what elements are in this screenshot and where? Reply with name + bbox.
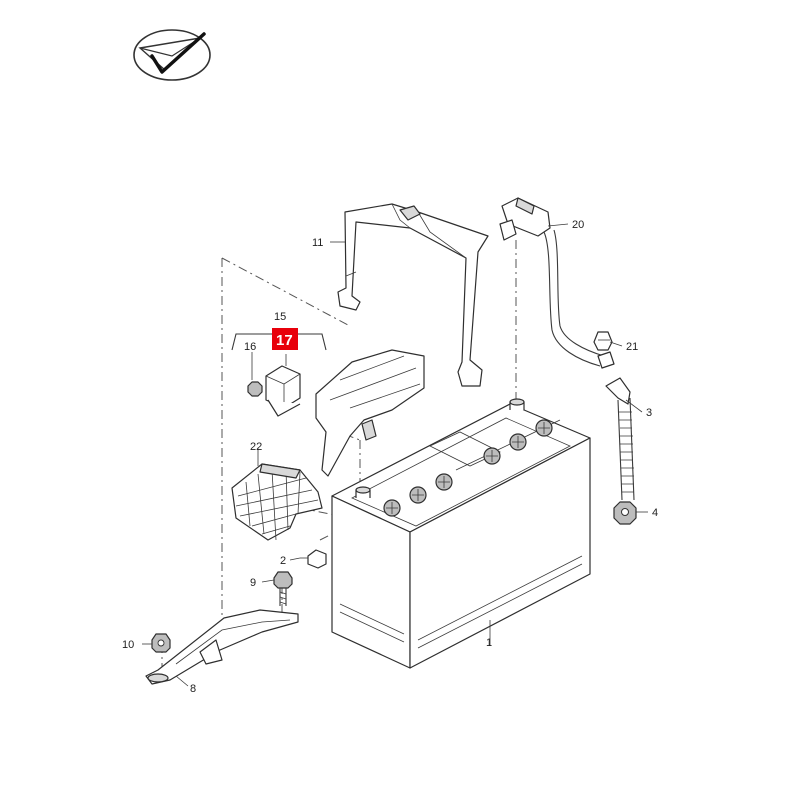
label-part-3: 3 (646, 407, 652, 419)
positive-terminal-cable (499, 197, 615, 369)
mounting-bracket (145, 609, 299, 685)
label-part-10: 10 (122, 639, 134, 651)
nut-10 (151, 633, 171, 653)
label-part-1: 1 (486, 637, 492, 649)
label-part-21: 21 (626, 341, 638, 353)
label-part-8: 8 (190, 683, 196, 695)
nut-4 (613, 501, 637, 525)
nut-21 (593, 331, 613, 351)
part-labels: 11 20 21 3 4 1 2 9 10 8 22 16 15 17 (122, 219, 658, 695)
label-part-4: 4 (652, 507, 658, 519)
bolt-9 (273, 571, 293, 606)
battery-vent-caps (383, 419, 553, 517)
negative-cable (605, 377, 635, 501)
battery (331, 398, 591, 669)
insulating-cover (231, 463, 323, 541)
label-part-2: 2 (280, 555, 286, 567)
label-part-11: 11 (312, 237, 323, 249)
label-part-20: 20 (572, 219, 584, 231)
label-part-15: 15 (274, 311, 286, 323)
vent-plug (300, 549, 327, 569)
leader-lines (142, 223, 648, 687)
label-part-17-highlighted: 17 (276, 332, 293, 349)
label-part-9: 9 (250, 577, 256, 589)
brand-logo-icon (133, 29, 211, 81)
highlight-badge (272, 328, 298, 350)
fuse-holder-assembly (231, 333, 425, 477)
battery-strap (337, 203, 489, 387)
label-part-16: 16 (244, 341, 256, 353)
label-part-22: 22 (250, 441, 262, 453)
